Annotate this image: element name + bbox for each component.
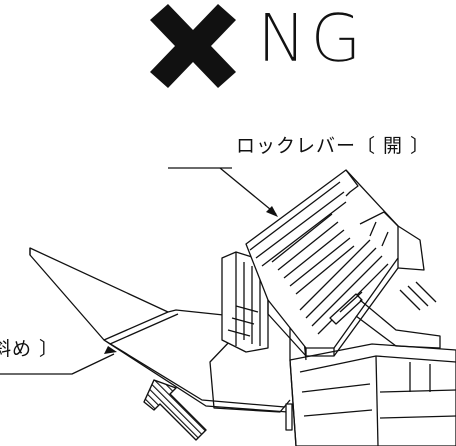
connector-housing bbox=[221, 251, 456, 446]
leader-arrowheads bbox=[104, 206, 278, 354]
hatched-arrow-icon bbox=[143, 379, 207, 441]
lock-lever bbox=[245, 169, 441, 357]
leader-lines bbox=[0, 167, 277, 375]
verdict-text: NG bbox=[257, 0, 366, 77]
cable-angle-label: 斜め 〕 bbox=[0, 338, 60, 360]
lock-lever-label: ロックレバー〔 開 〕 bbox=[236, 135, 431, 157]
cross-mark-icon bbox=[150, 4, 236, 88]
flat-cable bbox=[29, 247, 291, 413]
